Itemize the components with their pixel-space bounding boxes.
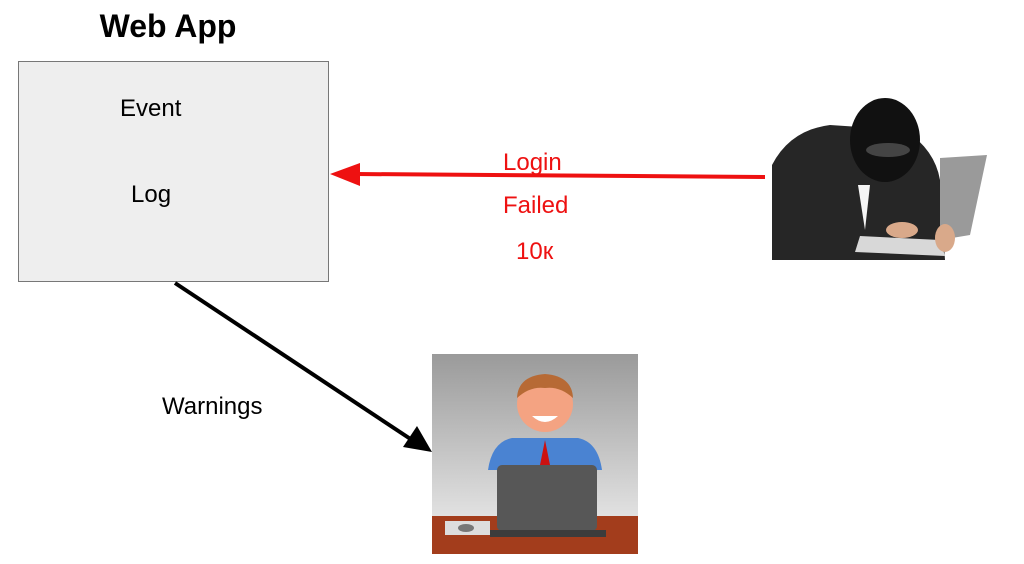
smiling-face-icon	[517, 376, 573, 432]
mouse-icon	[458, 524, 474, 532]
warning-arrow-line	[173, 281, 414, 442]
box-label-event: Event	[120, 95, 182, 122]
attack-arrow-head	[330, 163, 360, 186]
attack-label-login: Login	[503, 149, 562, 176]
box-label-log: Log	[131, 181, 172, 208]
laptop-screen-icon	[940, 155, 987, 240]
attack-arrow-line	[355, 172, 766, 179]
warning-arrow-head	[403, 426, 432, 452]
warnings-label: Warnings	[162, 393, 263, 420]
laptop-icon	[497, 465, 597, 531]
attack-label-count: 10к	[516, 238, 554, 265]
balaclava-icon	[850, 98, 920, 182]
web-app-title: Web App	[99, 8, 237, 44]
operator-image	[432, 354, 638, 554]
attack-label-failed: Failed	[503, 192, 569, 219]
hacker-image	[772, 96, 987, 260]
event-log-box	[18, 61, 329, 282]
